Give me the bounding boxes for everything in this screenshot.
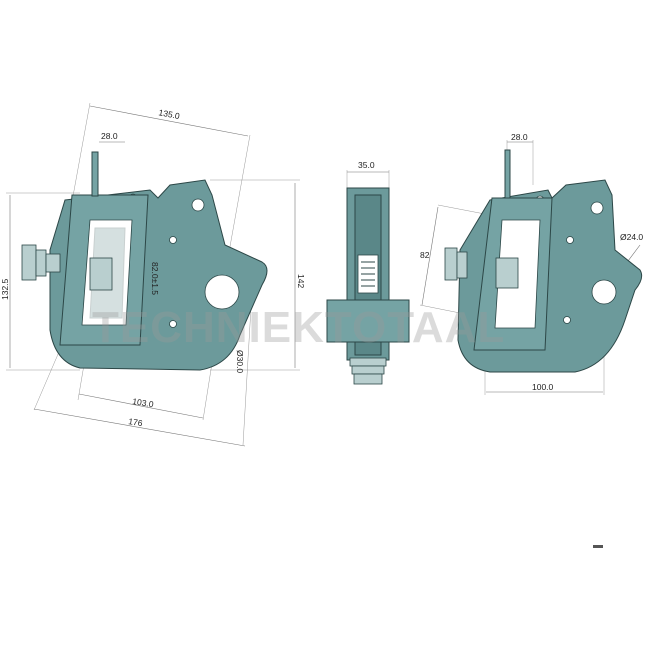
watermark: TECHNIEKTOTAAL (92, 303, 505, 352)
dim-right-height: 82 (420, 250, 430, 260)
logo-mark (593, 545, 603, 548)
dim-front-width: 35.0 (358, 160, 375, 170)
dim-lever-offset: 28.0 (101, 131, 118, 141)
dim-right-lever-offset: 28.0 (511, 132, 528, 142)
dim-slot: 82.0±1.5 (150, 262, 160, 295)
dim-bottom-inner: 103.0 (132, 396, 155, 409)
dim-right-hook-dia: Ø24.0 (620, 232, 643, 242)
dim-height-right: 142 (296, 274, 306, 288)
dim-bottom-overall: 176 (128, 416, 144, 428)
dim-overall-width: 135.0 (158, 107, 181, 121)
front-view: 35.0 (326, 160, 410, 385)
dim-right-bottom: 100.0 (532, 382, 554, 392)
dim-height-left: 132.5 (0, 278, 10, 300)
left-side-view: 135.0 28.0 132.5 142 82.0±1.5 Ø30.0 103.… (0, 102, 306, 447)
dim-hook-dia: Ø30.0 (235, 350, 245, 373)
right-side-view: 28.0 82 100.0 Ø24.0 (419, 132, 643, 395)
